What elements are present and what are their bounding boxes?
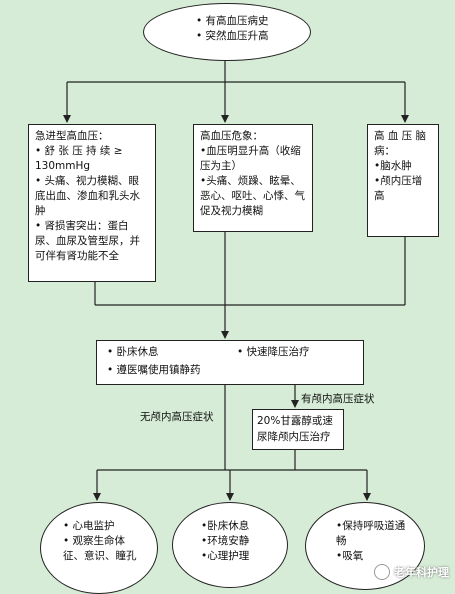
start-node-line-2: • 突然血压升高: [196, 30, 269, 42]
nursing-2-item-2: •环境安静: [201, 535, 250, 547]
nursing-1-item-1: • 心电监护: [63, 520, 115, 532]
branch-2-item-2: •头痛、烦躁、眩晕、恶心、呕吐、心悸、气促及视力模糊: [200, 175, 305, 217]
branch-1-title: 急进型高血压：: [35, 130, 109, 142]
start-node-line-1: • 有高血压病史: [196, 15, 269, 27]
treatment-box: • 卧床休息 • 快速降压治疗 • 遵医嘱使用镇静药: [96, 340, 364, 385]
nursing-2-item-3: •心理护理: [201, 550, 250, 562]
watermark: 老年科护理: [374, 564, 449, 580]
mannitol-text: 20%甘露醇或速尿降颅内压治疗: [257, 415, 333, 443]
branch-1-item-1: • 舒 张 压 持 续 ≥ 130mmHg: [35, 145, 123, 172]
nursing-3-item-1: •保持呼吸道通畅: [336, 520, 406, 547]
branch-hypertensive-encephalopathy: 高 血 压 脑病： •脑水肿 •颅内压增高: [367, 124, 439, 237]
branch-3-item-1: •脑水肿: [374, 160, 412, 172]
branch-3-item-2: •颅内压增高: [374, 175, 423, 202]
branch-2-item-1: •血压明显升高（收缩压为主）: [200, 145, 301, 172]
nursing-2-item-1: •卧床休息: [201, 520, 250, 532]
nursing-node-rest: •卧床休息 •环境安静 •心理护理: [172, 502, 288, 588]
nursing-1-item-2: • 观察生命体征、意识、瞳孔: [63, 535, 137, 562]
treatment-item-2: • 快速降压治疗: [237, 346, 310, 358]
branch-accelerated-hypertension: 急进型高血压： • 舒 张 压 持 续 ≥ 130mmHg • 头痛、视力模糊、…: [28, 124, 156, 282]
label-intracranial-hypertension: 有颅内高压症状: [301, 393, 375, 405]
mannitol-box: 20%甘露醇或速尿降颅内压治疗: [252, 409, 344, 450]
label-no-intracranial-hypertension: 无颅内高压症状: [140, 411, 214, 423]
nursing-node-airway: •保持呼吸道通畅 •吸氧: [305, 502, 425, 590]
branch-1-item-2: • 头痛、视力模糊、眼底出血、渗血和乳头水肿: [35, 175, 140, 217]
treatment-item-1: • 卧床休息: [107, 346, 159, 358]
treatment-item-3: • 遵医嘱使用镇静药: [107, 364, 201, 376]
branch-1-item-3: • 肾损害突出：蛋白尿、血尿及管型尿，并可伴有肾功能不全: [35, 220, 140, 262]
branch-hypertensive-crisis: 高血压危象： •血压明显升高（收缩压为主） •头痛、烦躁、眩晕、恶心、呕吐、心悸…: [193, 124, 313, 232]
branch-2-title: 高血压危象：: [200, 130, 263, 142]
start-node: • 有高血压病史 • 突然血压升高: [143, 3, 311, 61]
watermark-text: 老年科护理: [394, 566, 449, 579]
nursing-3-item-2: •吸氧: [336, 550, 364, 562]
watermark-logo-icon: [374, 564, 390, 580]
nursing-node-monitoring: • 心电监护 • 观察生命体征、意识、瞳孔: [40, 502, 158, 594]
branch-3-title: 高 血 压 脑病：: [374, 130, 427, 157]
